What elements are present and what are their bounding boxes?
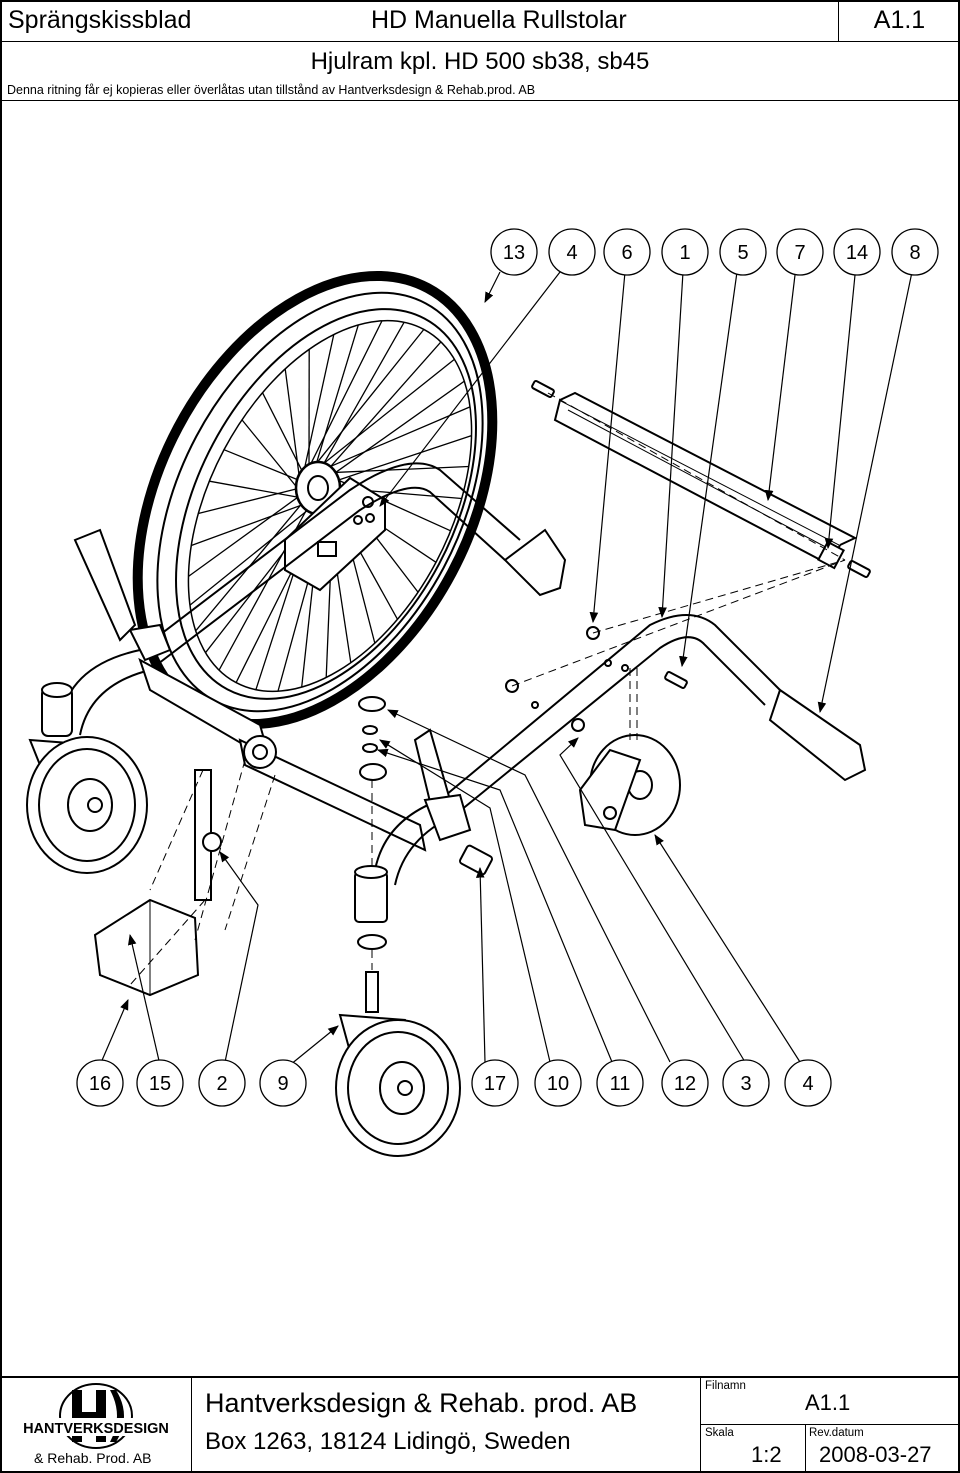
callout-top-label-7: 8 (909, 242, 920, 264)
callout-bottom-label-1: 15 (149, 1073, 171, 1095)
wheel-spoke (326, 341, 442, 472)
leader-lines-bottom (99, 709, 801, 1066)
frame-clamp-parts (93, 769, 222, 997)
callout-bottom-bubble-7 (661, 1059, 709, 1107)
leader-lines-top (379, 271, 913, 714)
callout-top-label-4: 5 (737, 242, 748, 264)
wheel-spoke (314, 324, 359, 469)
assembly-lines (129, 392, 846, 986)
wheel-spoke (329, 465, 469, 474)
brake-disc-assembly (578, 734, 681, 836)
meta-divider-v (805, 1424, 806, 1473)
callouts-top-group: 13 4 6 1 5 7 14 8 (490, 228, 939, 276)
doc-code-cell: A1.1 (838, 0, 960, 42)
company-logo: HANTVERKSDESIGN & Rehab. Prod. AB (0, 1378, 192, 1473)
callout-top-bubble-5 (776, 228, 824, 276)
callout-top-label-2: 6 (621, 242, 632, 264)
callout-top-bubble-6 (833, 228, 881, 276)
product-line-title: HD Manuella Rullstolar (371, 6, 627, 34)
filename-value: A1.1 (805, 1390, 851, 1415)
wheel-spoke (223, 449, 302, 482)
side-frame-left (59, 462, 567, 763)
wheel-spoke (209, 480, 303, 499)
scale-value: 1:2 (751, 1442, 782, 1467)
callout-bottom-bubble-1 (136, 1059, 184, 1107)
callout-top-bubble-0 (490, 228, 538, 276)
wheel-spoke (305, 320, 383, 473)
callout-bottom-bubble-3 (259, 1059, 307, 1107)
lower-frame-bar (238, 735, 427, 852)
wheel-spoke (198, 487, 301, 515)
wheel-spoke (301, 334, 335, 479)
sheet-type-title: Sprängskissblad (8, 6, 192, 34)
logo-subtext: & Rehab. Prod. AB (34, 1450, 152, 1466)
callout-bottom-label-5: 10 (547, 1073, 569, 1095)
brake-assembly (413, 728, 493, 876)
copyright-notice: Denna ritning får ej kopieras eller över… (7, 83, 536, 97)
callout-bottom-bubble-0 (76, 1059, 124, 1107)
company-name: Hantverksdesign & Rehab. prod. AB (205, 1388, 638, 1418)
callout-bottom-label-0: 16 (89, 1073, 111, 1095)
front-caster-left (26, 682, 148, 874)
assembly-subtitle: Hjulram kpl. HD 500 sb38, sb45 (310, 48, 650, 75)
callout-bottom-bubble-9 (784, 1059, 832, 1107)
scale-label: Skala (705, 1427, 734, 1439)
callout-bottom-label-7: 12 (674, 1073, 696, 1095)
revdate-label: Rev.datum (809, 1427, 864, 1439)
wheel-spoke (188, 494, 302, 577)
company-address: Box 1263, 18124 Lidingö, Sweden (205, 1428, 571, 1455)
logo-wordmark: HANTVERKSDESIGN (23, 1421, 169, 1437)
fasteners (358, 380, 871, 781)
wheel-spoke (334, 434, 472, 482)
meta-divider-h (701, 1424, 960, 1425)
callouts-bottom-group: 16 15 2 9 17 10 11 12 3 4 (76, 1059, 832, 1107)
callout-bottom-label-6: 11 (610, 1073, 631, 1095)
wheel-spoke (320, 321, 405, 469)
filename-label: Filnamn (705, 1380, 746, 1392)
wheel-spoke (317, 358, 455, 469)
callout-bottom-bubble-4 (471, 1059, 519, 1107)
callout-bottom-bubble-5 (534, 1059, 582, 1107)
callout-top-bubble-4 (719, 228, 767, 276)
wheel-spoke (284, 368, 301, 485)
callout-top-label-6: 14 (846, 242, 868, 264)
title-block: HANTVERKSDESIGN & Rehab. Prod. AB Hantve… (0, 1376, 960, 1473)
callout-bottom-label-8: 3 (740, 1073, 751, 1095)
cross-tube (553, 391, 858, 570)
wheel-spoke (323, 406, 471, 470)
doc-code: A1.1 (873, 6, 926, 34)
header-title-row: Sprängskissblad HD Manuella Rullstolar A… (0, 0, 960, 42)
callout-bottom-bubble-6 (596, 1059, 644, 1107)
callout-bottom-bubble-8 (722, 1059, 770, 1107)
drawing-metadata: Filnamn A1.1 Skala 1:2 Rev.datum 2008-03… (700, 1378, 960, 1473)
front-caster-lower (335, 865, 461, 1157)
callout-bottom-label-9: 4 (802, 1073, 813, 1095)
wheel-spoke (311, 328, 425, 470)
wheel-spoke (189, 506, 313, 606)
callout-bottom-bubble-2 (198, 1059, 246, 1107)
callout-bottom-label-3: 9 (277, 1073, 288, 1095)
company-info: Hantverksdesign & Rehab. prod. AB Box 12… (192, 1378, 700, 1473)
callout-top-bubble-7 (891, 228, 939, 276)
callout-top-label-0: 13 (503, 242, 525, 264)
revdate-value: 2008-03-27 (819, 1442, 932, 1467)
wheel-spoke (331, 380, 465, 476)
callout-top-label-5: 7 (794, 242, 805, 264)
callout-top-label-3: 1 (679, 242, 690, 264)
callout-top-bubble-1 (548, 228, 596, 276)
callout-top-bubble-2 (603, 228, 651, 276)
rear-wheel (132, 270, 498, 730)
callout-bottom-label-4: 17 (484, 1073, 506, 1095)
callout-bottom-label-2: 2 (216, 1073, 227, 1095)
wheel-spoke (241, 419, 301, 492)
wheel-spoke (191, 502, 307, 547)
callout-top-label-1: 4 (566, 242, 577, 264)
header-divider (0, 100, 960, 101)
callout-top-bubble-3 (661, 228, 709, 276)
hd-logo-mark: HANTVERKSDESIGN (8, 1383, 184, 1449)
